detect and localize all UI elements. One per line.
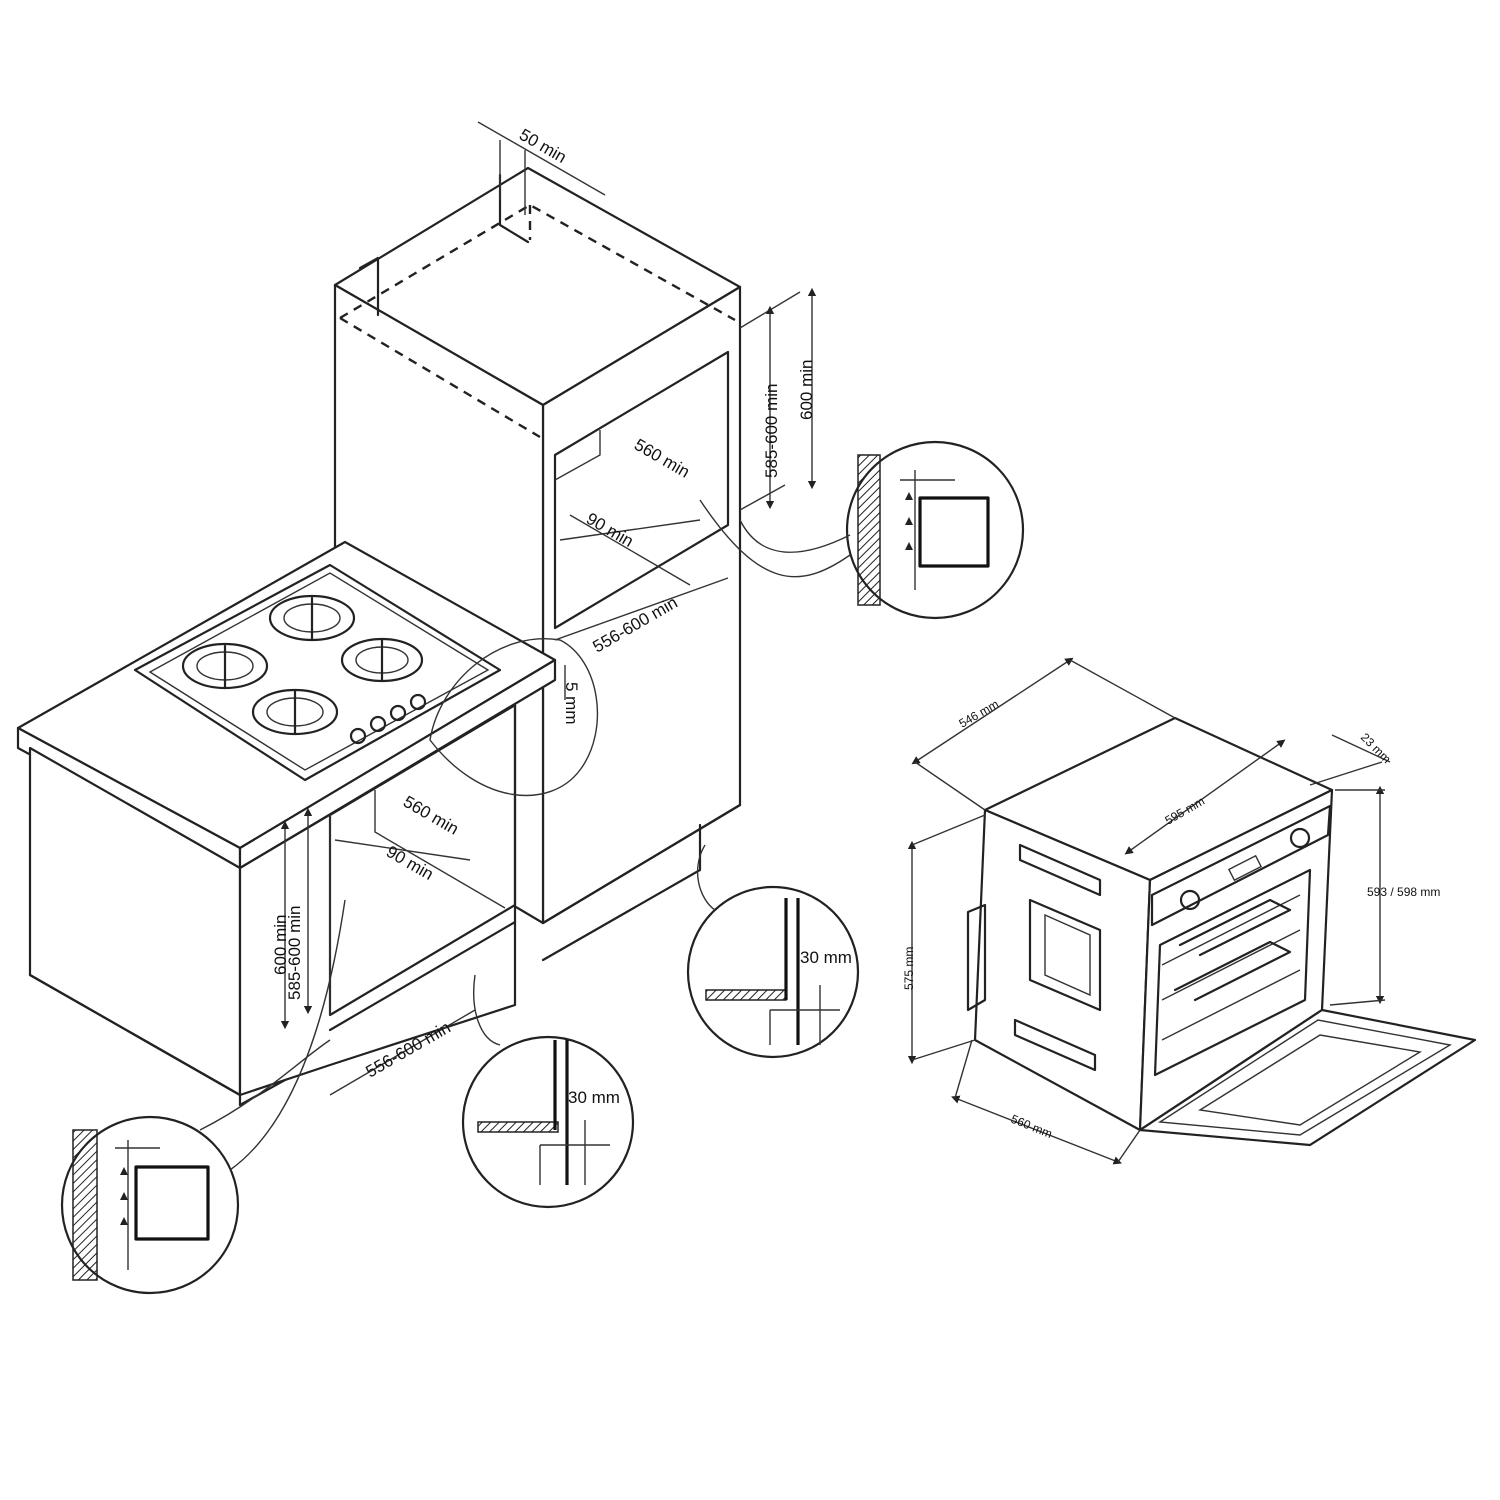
oven-cavity bbox=[1153, 868, 1312, 1077]
label-oven-height-side: 575 mm bbox=[902, 947, 916, 990]
airflow-arrows-icon-left bbox=[120, 1167, 128, 1225]
hob bbox=[133, 563, 502, 782]
cabinet-dimension-lines bbox=[280, 121, 817, 1096]
oven-display bbox=[1227, 854, 1263, 882]
vent-detail-right bbox=[699, 440, 1025, 620]
tall-oven-opening bbox=[553, 350, 730, 630]
burner-4 bbox=[251, 688, 339, 736]
label-oven-height-front: 593 / 598 mm bbox=[1367, 885, 1440, 899]
worktop-gap-bubble bbox=[429, 638, 599, 797]
label-oven-door-thickness: 23 mm bbox=[1358, 730, 1394, 766]
plinth-detail-bottom: 30 mm bbox=[461, 974, 635, 1209]
label-tall-height-600: 600 min bbox=[797, 360, 816, 420]
oven-knob-right-icon bbox=[1289, 827, 1311, 849]
oven-door bbox=[1138, 1008, 1477, 1147]
label-oven-width-bottom: 560 mm bbox=[1009, 1112, 1054, 1141]
label-plinth-gap-right: 30 mm bbox=[800, 948, 852, 967]
label-tall-height-range: 585-600 min bbox=[762, 383, 781, 478]
label-oven-depth: 546 mm bbox=[957, 697, 1002, 731]
hob-knobs bbox=[349, 693, 427, 745]
burner-1 bbox=[268, 594, 356, 642]
base-cabinet bbox=[16, 540, 557, 1107]
airflow-arrows-icon bbox=[905, 492, 913, 550]
burner-3 bbox=[340, 637, 424, 683]
label-plinth-gap-bottom: 30 mm bbox=[568, 1088, 620, 1107]
oven-side-rib bbox=[1018, 843, 1102, 897]
label-gap-top: 50 min bbox=[516, 125, 570, 167]
burner-2 bbox=[181, 642, 269, 690]
label-worktop-gap: 5 mm bbox=[562, 682, 581, 725]
label-base-height-range: 585-600 min bbox=[285, 905, 304, 1000]
oven bbox=[966, 716, 1477, 1147]
label-base-height-600: 600 min bbox=[271, 915, 290, 975]
burners bbox=[181, 594, 427, 745]
plinth-detail-right: 30 mm bbox=[686, 844, 860, 1059]
vent-detail-left bbox=[60, 899, 346, 1295]
oven-dimension-lines bbox=[907, 657, 1391, 1165]
oven-knob-left-icon bbox=[1179, 889, 1201, 911]
